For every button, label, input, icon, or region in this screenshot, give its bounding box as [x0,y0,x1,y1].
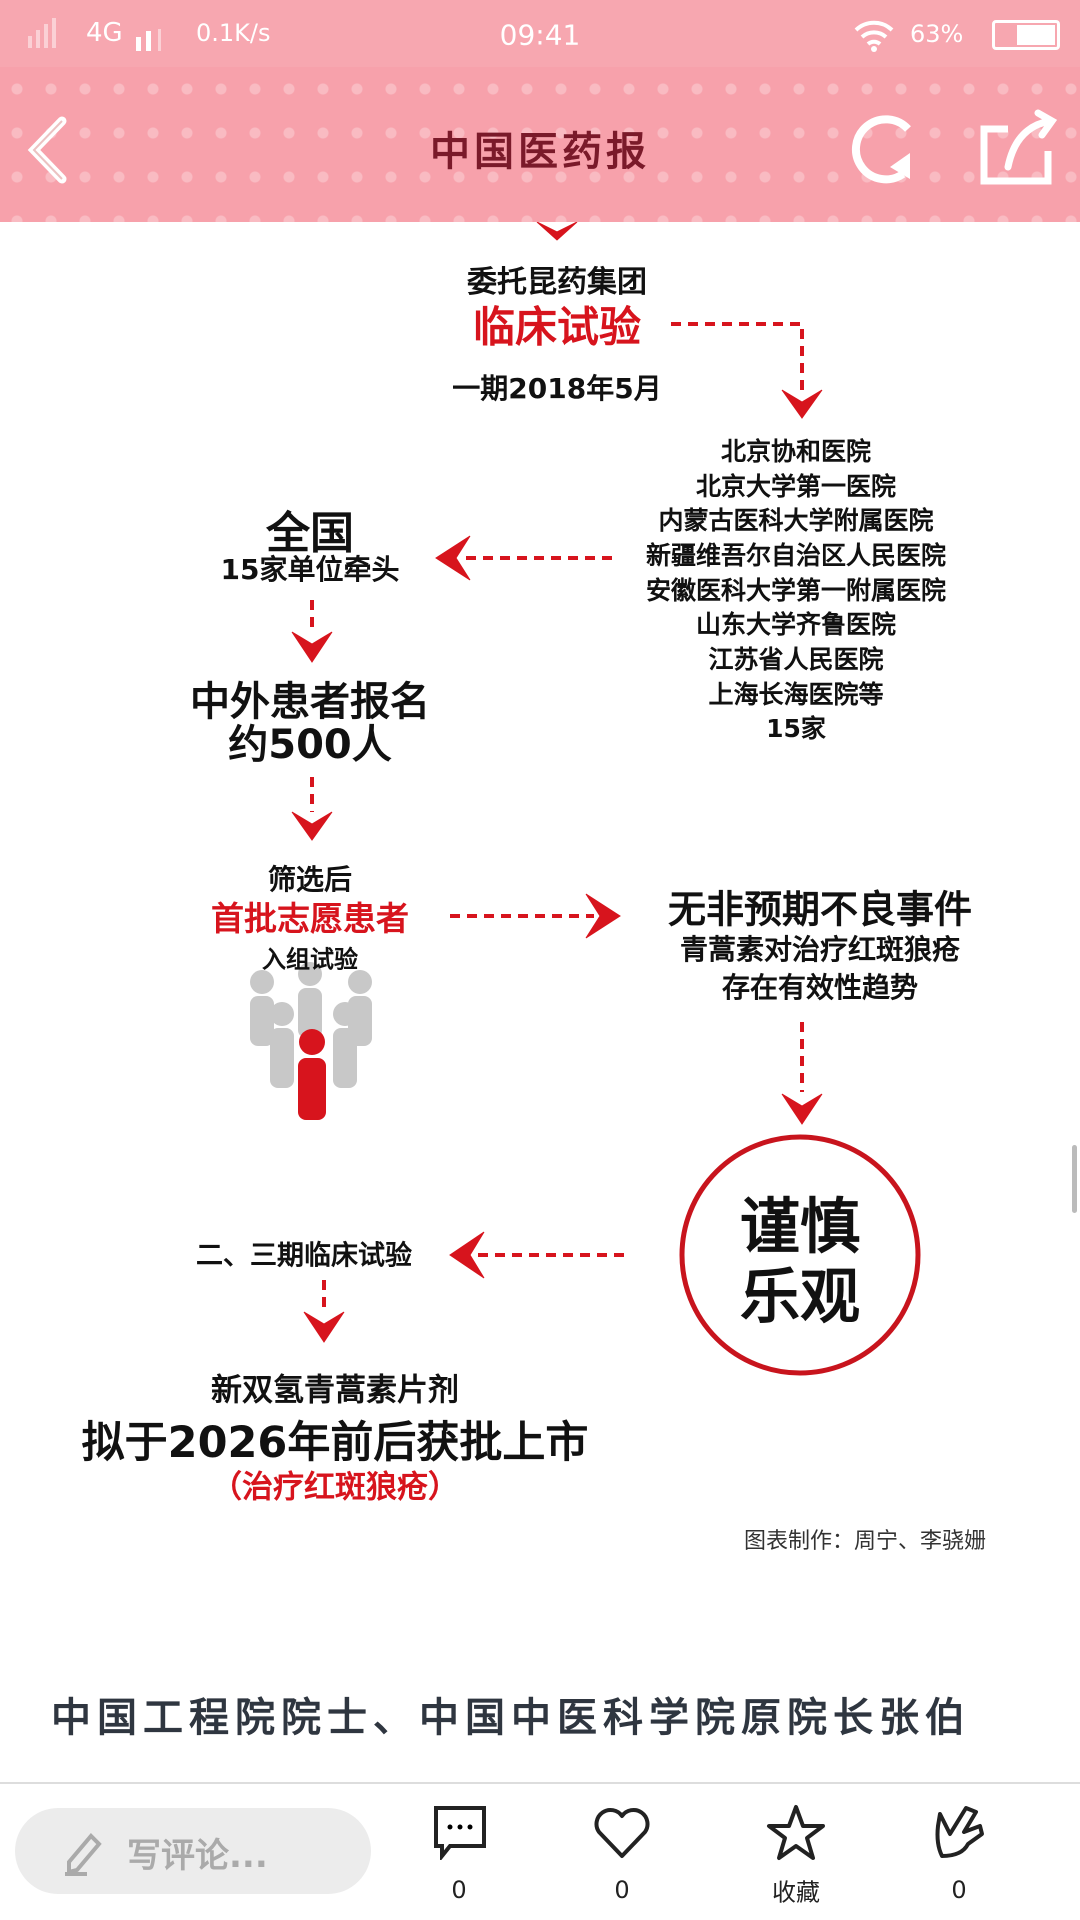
network-speed: 0.1K/s [196,19,271,47]
dashed-connector-1 [671,322,804,392]
hospital-item: 安徽医科大学第一附属医院 [645,576,947,605]
patients-text: 中外患者报名 [190,679,430,725]
share-icon[interactable] [978,107,1058,187]
clock: 09:41 [499,18,581,52]
pencil-icon [63,1830,103,1876]
enrolled-text: 入组试验 [262,945,358,974]
battery-percent: 63% [910,20,964,48]
effect-text-1: 青蒿素对治疗红斑狼疮 [679,933,961,966]
heart-icon [594,1808,650,1858]
arrow-head-5 [585,893,621,939]
victory-hand-icon [935,1806,984,1858]
signal-icon [28,18,68,48]
cautious-text-2: 乐观 [740,1262,860,1333]
hospital-item: 15家 [766,714,826,743]
likes-count: 0 [614,1876,630,1904]
flow-arrows [250,222,921,1376]
battery-icon [992,20,1060,50]
phase23-text: 二、三期临床试验 [196,1240,412,1272]
nav-bar: 中国医药报 [0,67,1080,222]
favorite-button[interactable]: 收藏 [756,1804,836,1914]
arrow-head-6 [781,1093,823,1125]
entrust-text: 委托昆药集团 [467,265,647,300]
screened-text: 筛选后 [267,863,353,896]
hospital-item: 江苏省人民医院 [708,645,884,674]
arrow-head-top [536,222,578,241]
clinical-trial-text: 临床试验 [472,302,642,352]
bottom-bar: 写评论... 0 0 收藏 0 [0,1782,1080,1920]
no-adverse-text: 无非预期不良事件 [667,887,973,932]
favorite-label: 收藏 [772,1878,820,1907]
arrow-head-2 [435,535,471,581]
indication-text: （治疗红斑狼疮） [211,1469,459,1506]
wifi-icon [854,18,894,52]
back-button[interactable] [22,115,72,185]
chart-credit: 图表制作：周宁、李骁姗 [743,1529,987,1554]
phase1-date: 一期2018年5月 [452,372,662,405]
shares-count: 0 [951,1876,967,1904]
first-batch-text: 首批志愿患者 [211,899,409,938]
people-icon [250,962,372,1120]
patients-count: 约500人 [228,722,392,768]
cautious-text-1: 谨慎 [740,1192,860,1263]
hospital-item: 新疆维吾尔自治区人民医院 [645,541,947,570]
comment-placeholder: 写评论... [127,1836,268,1876]
hospital-item: 北京协和医院 [720,437,872,466]
arrow-head-7 [449,1231,485,1279]
units-text: 15家单位牵头 [220,553,400,586]
cautious-circle [679,1134,921,1376]
star-icon [767,1805,825,1860]
arrow-head-8 [303,1311,345,1343]
comments-button[interactable]: 0 [424,1804,494,1914]
refresh-icon[interactable] [848,109,928,189]
arrow-head-3 [291,631,333,663]
effect-text-2: 存在有效性趋势 [721,971,919,1004]
comment-icon [434,1806,486,1860]
like-button[interactable]: 0 [587,1804,657,1914]
comment-input[interactable]: 写评论... [15,1808,371,1894]
arrow-head-4 [291,811,333,841]
signal-icon-2 [136,28,166,51]
hospital-item: 北京大学第一医院 [695,472,897,501]
approval-text: 拟于2026年前后获批上市 [81,1418,589,1468]
hospital-item: 内蒙古医科大学附属医院 [658,506,934,535]
network-type: 4G [86,18,123,48]
page-title: 中国医药报 [430,129,650,175]
hospital-item: 山东大学齐鲁医院 [695,610,897,639]
arrow-head-1 [781,389,823,419]
national-text: 全国 [266,508,354,559]
article-paragraph: 中国工程院院士、中国中医科学院原院长张伯 [51,1695,971,1741]
hospital-item: 上海长海医院等 [708,680,884,709]
comments-count: 0 [451,1876,467,1904]
scrollbar[interactable] [1072,1145,1077,1213]
drug-text: 新双氢青蒿素片剂 [211,1372,459,1409]
share-gesture-button[interactable]: 0 [924,1804,994,1914]
status-bar: 4G 0.1K/s 09:41 63% [0,0,1080,67]
